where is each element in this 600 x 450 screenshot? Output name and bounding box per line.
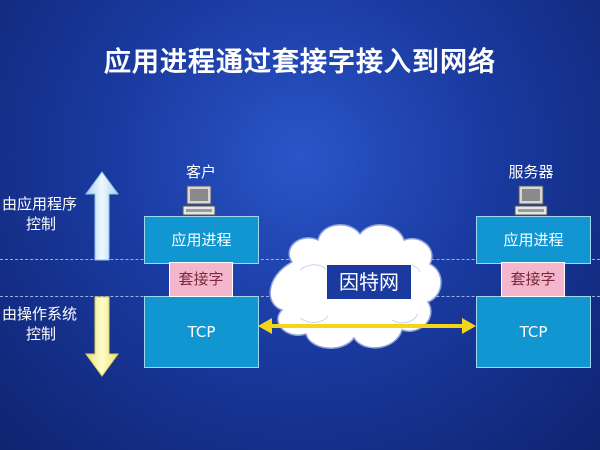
server-computer-icon [514,185,548,216]
client-computer-icon [182,185,216,216]
client-socket: 套接字 [169,262,233,297]
os-control-line2: 控制 [26,325,57,343]
client-app-process: 应用进程 [144,216,259,264]
server-app-process: 应用进程 [476,216,591,264]
app-control-label: 由应用程序 控制 [2,194,112,234]
app-control-line1: 由应用程序 [2,195,78,213]
os-control-label: 由操作系统 控制 [2,304,112,344]
os-control-line1: 由操作系统 [2,305,78,323]
server-socket: 套接字 [501,262,565,297]
page-title: 应用进程通过套接字接入到网络 [104,47,496,78]
client-label: 客户 [185,163,216,181]
server-tcp: TCP [476,296,591,368]
down-arrow-icon [85,296,119,377]
server-label: 服务器 [508,163,554,181]
network-link-arrow [258,318,476,334]
internet-label: 因特网 [326,264,412,300]
app-control-line2: 控制 [26,215,57,233]
up-arrow-icon [85,171,119,261]
client-tcp: TCP [144,296,259,368]
